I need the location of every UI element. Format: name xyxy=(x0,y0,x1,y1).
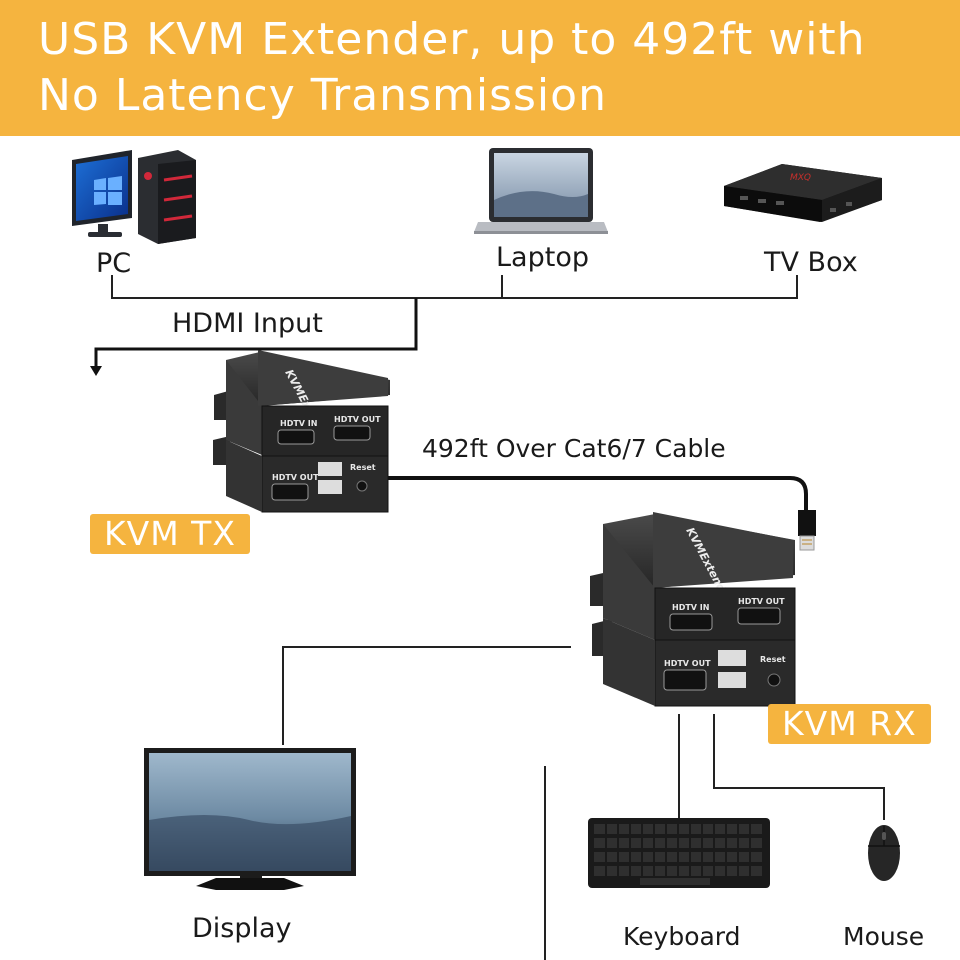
banner-title-line-2: No Latency Transmission xyxy=(38,70,607,121)
cable-label: 492ft Over Cat6/7 Cable xyxy=(422,434,726,463)
svg-text:MXQ: MXQ xyxy=(790,173,811,183)
tv-box-label: TV Box xyxy=(764,247,858,278)
tx-port-in-label: HDTV IN xyxy=(280,419,317,428)
kvm-rx-device: KVMExtender HDTV IN HDTV OUT HDTV OUT Re… xyxy=(590,512,796,707)
kvm-tx-device: KVMExtender HDTV IN HDTV OUT HDTV OUT Re… xyxy=(213,350,390,513)
cat-cable xyxy=(388,476,816,551)
rx-port-out-bottom-label: HDTV OUT xyxy=(664,659,711,668)
tv-box-icon: MXQ xyxy=(724,164,882,222)
source-connector-lines xyxy=(111,275,798,299)
laptop-label: Laptop xyxy=(496,242,589,273)
pc-icon xyxy=(72,150,196,244)
rx-port-out-top-label: HDTV OUT xyxy=(738,597,785,606)
mouse-icon xyxy=(868,825,900,881)
hdmi-input-label: HDMI Input xyxy=(172,308,323,339)
banner-title-line-1: USB KVM Extender, up to 492ft with xyxy=(38,14,866,65)
display-icon xyxy=(144,748,356,890)
output-connector-lines xyxy=(282,646,885,960)
tx-reset-label: Reset xyxy=(350,463,376,472)
title-banner: USB KVM Extender, up to 492ft with No La… xyxy=(0,0,960,136)
tx-port-out-top-label: HDTV OUT xyxy=(334,415,381,424)
keyboard-icon xyxy=(588,818,770,888)
kvm-tx-badge: KVM TX xyxy=(90,514,250,554)
pc-label: PC xyxy=(96,248,132,279)
tx-port-out-bottom-label: HDTV OUT xyxy=(272,473,319,482)
rx-port-in-label: HDTV IN xyxy=(672,603,709,612)
kvm-rx-badge: KVM RX xyxy=(768,704,931,744)
rx-reset-label: Reset xyxy=(760,655,786,664)
laptop-icon xyxy=(474,148,608,234)
keyboard-label: Keyboard xyxy=(623,922,741,951)
hdmi-input-arrow xyxy=(90,298,418,376)
mouse-label: Mouse xyxy=(843,922,925,951)
display-label: Display xyxy=(192,913,292,944)
banner-title: USB KVM Extender, up to 492ft with No La… xyxy=(38,12,938,124)
